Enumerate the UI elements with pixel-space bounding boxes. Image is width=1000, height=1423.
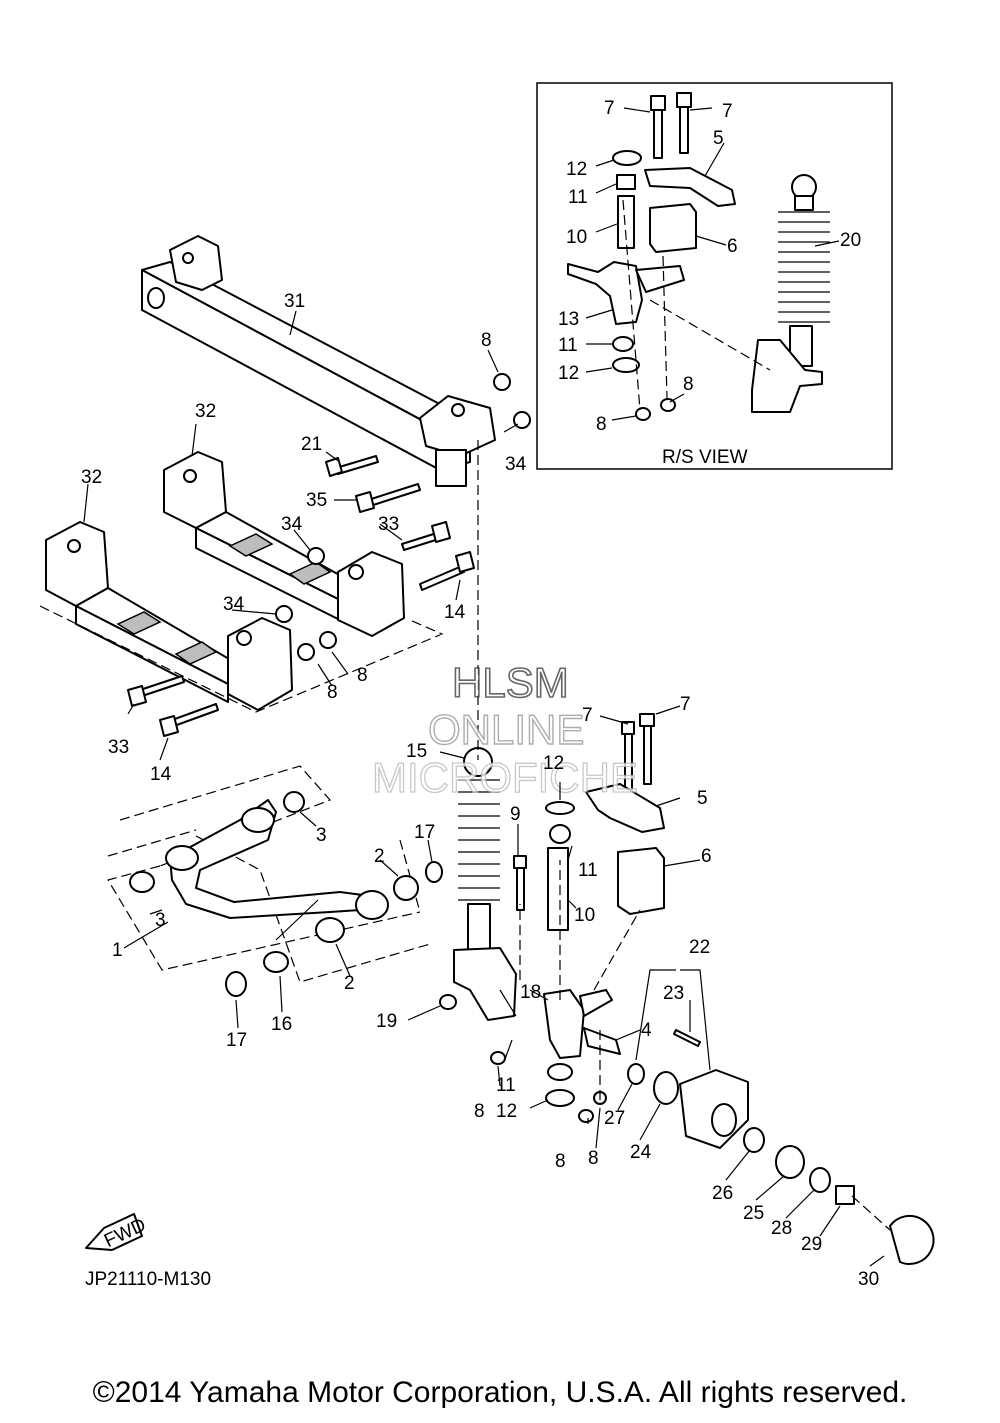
callout-12: 12 [496, 1101, 517, 1122]
lower-arm [129, 791, 443, 997]
callout-20: 20 [840, 230, 861, 251]
callout-7: 7 [722, 101, 733, 122]
inset-title: R/S VIEW [662, 447, 748, 468]
rear-shock [453, 440, 517, 1021]
cross-member [141, 235, 496, 487]
callout-33: 33 [108, 737, 129, 758]
callout-34: 34 [223, 594, 245, 615]
callout-32: 32 [195, 401, 216, 422]
copyright-notice: ©2014 Yamaha Motor Corporation, U.S.A. A… [92, 1376, 908, 1409]
knuckle-hub [439, 713, 935, 1265]
callout-7: 7 [680, 694, 691, 715]
callout-12: 12 [558, 363, 579, 384]
callout-8: 8 [481, 330, 492, 351]
callout-12: 12 [543, 753, 564, 774]
watermark-line2: ONLINE [428, 706, 584, 753]
callout-16: 16 [271, 1014, 292, 1035]
callout-7: 7 [582, 705, 593, 726]
watermark-line1: HLSM [452, 659, 569, 706]
callout-15: 15 [406, 741, 427, 762]
callout-17: 17 [414, 822, 435, 843]
callout-19: 19 [376, 1011, 397, 1032]
callout-33: 33 [378, 514, 399, 535]
watermark: HLSM ONLINE MICROFICHE [371, 658, 638, 801]
callout-5: 5 [713, 128, 724, 149]
callout-27: 27 [604, 1108, 625, 1129]
callout-11: 11 [496, 1075, 516, 1096]
callout-13: 13 [558, 309, 579, 330]
callout-10: 10 [566, 227, 587, 248]
callout-29: 29 [801, 1234, 822, 1255]
callout-11: 11 [568, 187, 588, 208]
callout-3: 3 [155, 910, 166, 931]
callout-12: 12 [566, 159, 587, 180]
callout-30: 30 [858, 1269, 879, 1290]
callout-24: 24 [630, 1142, 652, 1163]
callout-3: 3 [316, 825, 327, 846]
callout-8: 8 [588, 1148, 599, 1169]
callout-2: 2 [344, 973, 355, 994]
callout-6: 6 [727, 236, 738, 257]
callout-17: 17 [226, 1030, 247, 1051]
callout-2: 2 [374, 846, 385, 867]
callout-1: 1 [112, 940, 123, 961]
sub-frame-upper [163, 451, 405, 637]
callout-8: 8 [596, 414, 607, 435]
callout-18: 18 [520, 982, 541, 1003]
fwd-arrow-icon: FWD [85, 1213, 149, 1252]
callout-31: 31 [284, 291, 305, 312]
callout-6: 6 [701, 846, 712, 867]
callout-25: 25 [743, 1203, 764, 1224]
leader-lines [83, 349, 885, 1267]
callout-34: 34 [281, 514, 303, 535]
callout-11: 11 [578, 860, 598, 881]
callout-labels: 7 7 5 12 11 10 6 20 13 11 12 8 8 31 8 21… [81, 98, 879, 1290]
callout-8: 8 [683, 374, 694, 395]
sub-frame-lower [45, 521, 293, 711]
callout-32: 32 [81, 467, 102, 488]
callout-4: 4 [641, 1020, 652, 1041]
callout-23: 23 [663, 983, 684, 1004]
callout-8: 8 [327, 682, 338, 703]
callout-5: 5 [697, 788, 708, 809]
callout-14: 14 [444, 602, 466, 623]
callout-22: 22 [689, 937, 710, 958]
callout-35: 35 [306, 490, 327, 511]
callout-8: 8 [357, 665, 368, 686]
callout-9: 9 [510, 804, 521, 825]
watermark-line3: MICROFICHE [372, 754, 638, 801]
callout-7: 7 [604, 98, 615, 119]
callout-11: 11 [558, 335, 578, 356]
frame-hardware [127, 373, 531, 737]
callout-26: 26 [712, 1183, 733, 1204]
drawing-code: JP21110-M130 [85, 1269, 211, 1290]
callout-21: 21 [301, 434, 322, 455]
rs-view-inset: R/S VIEW [536, 82, 893, 470]
callout-28: 28 [771, 1218, 792, 1239]
callout-8: 8 [555, 1151, 566, 1172]
callout-10: 10 [574, 905, 595, 926]
callout-34: 34 [505, 454, 527, 475]
callout-14: 14 [150, 764, 172, 785]
callout-8: 8 [474, 1101, 485, 1122]
